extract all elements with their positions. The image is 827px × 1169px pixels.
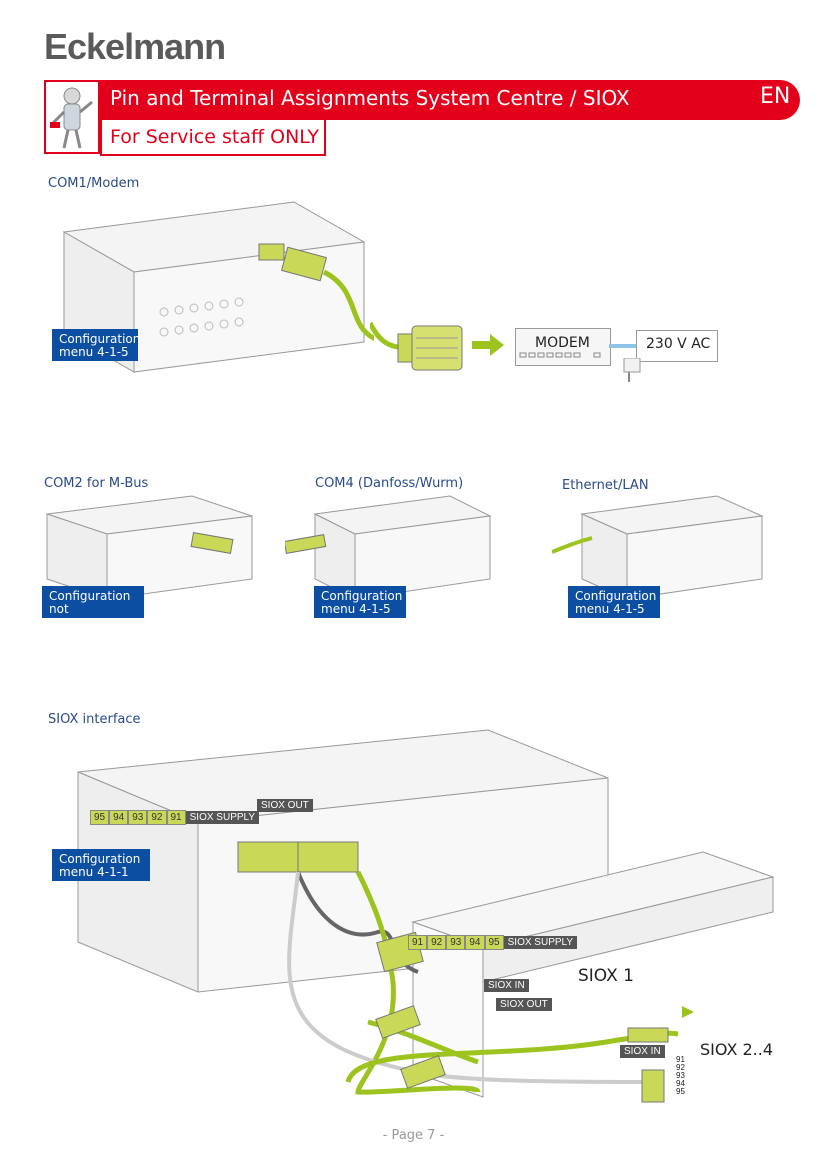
system-centre-illustration-com2 bbox=[46, 495, 253, 600]
system-centre-illustration-lan bbox=[552, 495, 764, 600]
arrow-right-icon bbox=[472, 334, 504, 356]
company-logo: Eckelmann bbox=[44, 26, 226, 67]
section-label-com2: COM2 for M-Bus bbox=[44, 476, 149, 491]
modem-label: MODEM bbox=[535, 335, 590, 351]
power-supply-box bbox=[636, 330, 718, 362]
page-title: Pin and Terminal Assignments System Cent… bbox=[110, 86, 630, 110]
plug-icon bbox=[623, 358, 641, 382]
system-centre-illustration-siox bbox=[77, 729, 775, 1103]
mascot-icon bbox=[44, 80, 100, 154]
siox-in-tag-siox2: SIOX IN bbox=[620, 1045, 665, 1058]
page-subtitle: For Service staff ONLY bbox=[110, 126, 319, 148]
sub-d-connector-icon bbox=[397, 325, 463, 371]
section-label-com1: COM1/Modem bbox=[48, 176, 140, 191]
siox-2-4-label: SIOX 2..4 bbox=[700, 1040, 774, 1059]
siox-out-tag-siox1: SIOX OUT bbox=[496, 998, 552, 1011]
section-label-siox: SIOX interface bbox=[48, 712, 141, 727]
section-label-lan: Ethernet/LAN bbox=[562, 478, 649, 493]
subtitle-frame bbox=[100, 120, 326, 156]
title-banner bbox=[44, 80, 800, 120]
system-centre-illustration-com4 bbox=[285, 495, 492, 600]
section-label-com4: COM4 (Danfoss/Wurm) bbox=[315, 476, 464, 491]
language-badge: EN bbox=[760, 84, 791, 109]
page-number: - Page 7 - bbox=[382, 1128, 445, 1143]
siox-out-tag: SIOX OUT bbox=[257, 799, 313, 812]
siox-in-tag: SIOX IN bbox=[484, 979, 529, 992]
power-supply-label: 230 V AC bbox=[646, 336, 711, 352]
siox1-label: SIOX 1 bbox=[578, 966, 634, 986]
modem-leds bbox=[519, 352, 601, 358]
